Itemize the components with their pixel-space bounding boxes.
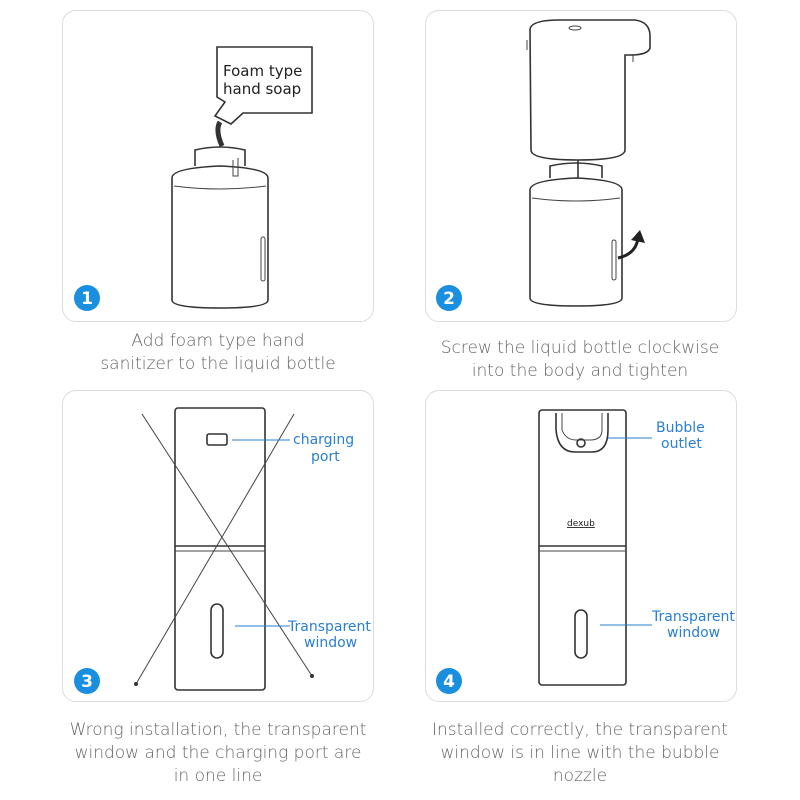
caption-line: Wrong installation, the transparent xyxy=(69,720,367,740)
correct-installation-device: dexub xyxy=(538,409,627,686)
transparent-window-callout: Transparent window xyxy=(235,619,371,651)
step-2-badge: 2 xyxy=(436,285,462,311)
caption-line: Installed correctly, the transparent xyxy=(432,720,728,740)
caption-line: sanitizer to the liquid bottle xyxy=(100,354,336,374)
liquid-bottle-illustration xyxy=(171,120,269,309)
step-4-badge: 4 xyxy=(436,668,462,694)
transparent-window xyxy=(210,603,224,659)
transparent-window-callout: Transparent window xyxy=(600,609,735,641)
svg-text:charging: charging xyxy=(293,432,354,448)
step-2-caption: Screw the liquid bottle clockwise into t… xyxy=(390,337,770,383)
svg-text:window: window xyxy=(304,635,357,651)
caption-line: window and the charging port are xyxy=(74,743,362,763)
caption-line: nozzle xyxy=(552,766,608,786)
step-3-caption: Wrong installation, the transparent wind… xyxy=(28,719,408,788)
svg-text:port: port xyxy=(311,449,340,465)
step-1-caption: Add foam type hand sanitizer to the liqu… xyxy=(28,330,408,376)
caption-line: into the body and tighten xyxy=(471,361,689,381)
charging-port-icon xyxy=(206,433,228,446)
liquid-bottle-illustration xyxy=(529,162,623,307)
caption-line: Add foam type hand xyxy=(131,331,305,351)
label-foam-type: Foam type xyxy=(223,62,302,80)
label-hand-soap: hand soap xyxy=(223,80,301,98)
svg-text:4: 4 xyxy=(443,672,455,692)
foam-soap-label-box: Foam type hand soap xyxy=(213,46,313,125)
svg-text:2: 2 xyxy=(443,289,455,309)
step-1-badge: 1 xyxy=(74,285,100,311)
transparent-window xyxy=(574,609,588,659)
caption-line: Screw the liquid bottle clockwise xyxy=(440,338,720,358)
clockwise-arrow-icon xyxy=(617,230,645,260)
step-4-caption: Installed correctly, the transparent win… xyxy=(390,719,770,788)
caption-line: in one line xyxy=(173,766,263,786)
brand-logo: dexub xyxy=(567,519,595,529)
dispenser-body-illustration xyxy=(526,19,651,178)
svg-text:3: 3 xyxy=(81,672,93,692)
svg-text:Transparent: Transparent xyxy=(651,609,735,625)
svg-text:1: 1 xyxy=(81,289,93,309)
wrong-cross-mark xyxy=(134,413,314,686)
step-2-panel xyxy=(425,10,737,322)
svg-text:outlet: outlet xyxy=(661,436,702,452)
caption-line: window is in line with the bubble xyxy=(440,743,720,763)
charging-port-callout: charging port xyxy=(232,432,354,465)
bubble-outlet-callout: Bubble outlet xyxy=(608,420,705,452)
svg-text:window: window xyxy=(667,625,720,641)
bubble-outlet xyxy=(555,413,609,453)
svg-text:Bubble: Bubble xyxy=(656,420,705,436)
wrong-installation-device xyxy=(174,407,266,691)
svg-text:Transparent: Transparent xyxy=(287,619,371,635)
step-3-badge: 3 xyxy=(74,668,100,694)
